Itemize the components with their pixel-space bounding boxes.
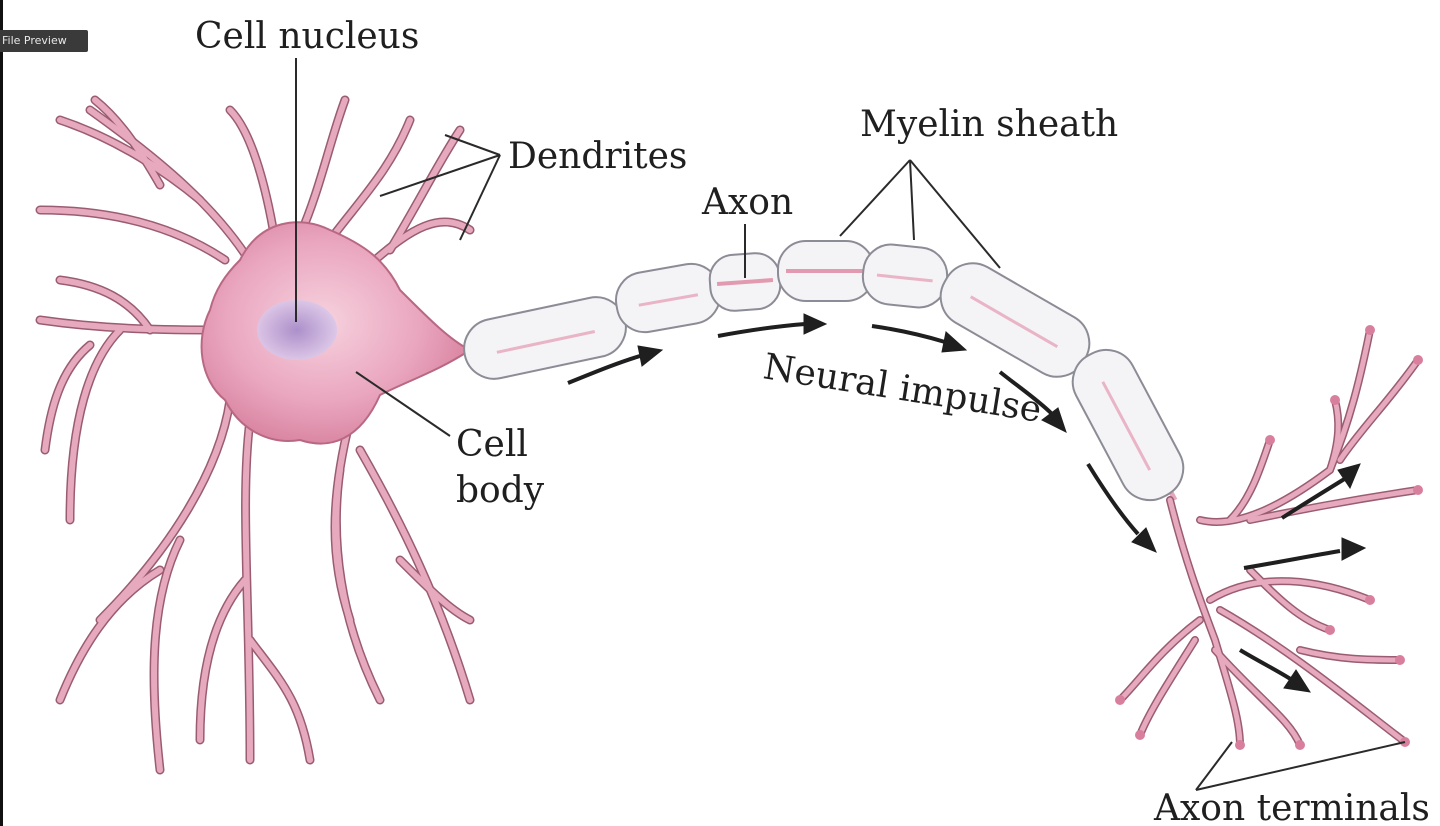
leader-lines <box>295 58 1406 791</box>
arrow-icon <box>717 313 828 338</box>
dendrites <box>35 95 475 775</box>
axon-terminals-branches <box>1115 325 1423 750</box>
arrow-icon <box>998 370 1067 433</box>
label-cell-body-line1: Cell <box>456 424 528 465</box>
label-dendrites: Dendrites <box>508 136 687 177</box>
label-neural-impulse: Neural impulse <box>761 346 1045 430</box>
arrow-icon <box>567 345 664 385</box>
arrow-icon <box>1086 462 1157 553</box>
window-edge <box>0 0 3 826</box>
arrow-icon <box>1243 537 1367 570</box>
label-axon-terminals: Axon terminals <box>1153 788 1430 826</box>
label-cell-nucleus: Cell nucleus <box>195 16 419 57</box>
label-axon: Axon <box>701 182 793 223</box>
file-preview-tag[interactable]: File Preview <box>0 30 88 52</box>
myelin-sheath <box>463 240 1185 502</box>
label-cell-body-line2: body <box>456 470 545 511</box>
arrow-icon <box>1238 648 1312 693</box>
arrow-icon <box>1280 463 1361 520</box>
cell-nucleus <box>257 300 337 360</box>
label-myelin-sheath: Myelin sheath <box>860 104 1118 145</box>
impulse-arrows <box>567 313 1367 693</box>
arrow-icon <box>871 324 968 353</box>
